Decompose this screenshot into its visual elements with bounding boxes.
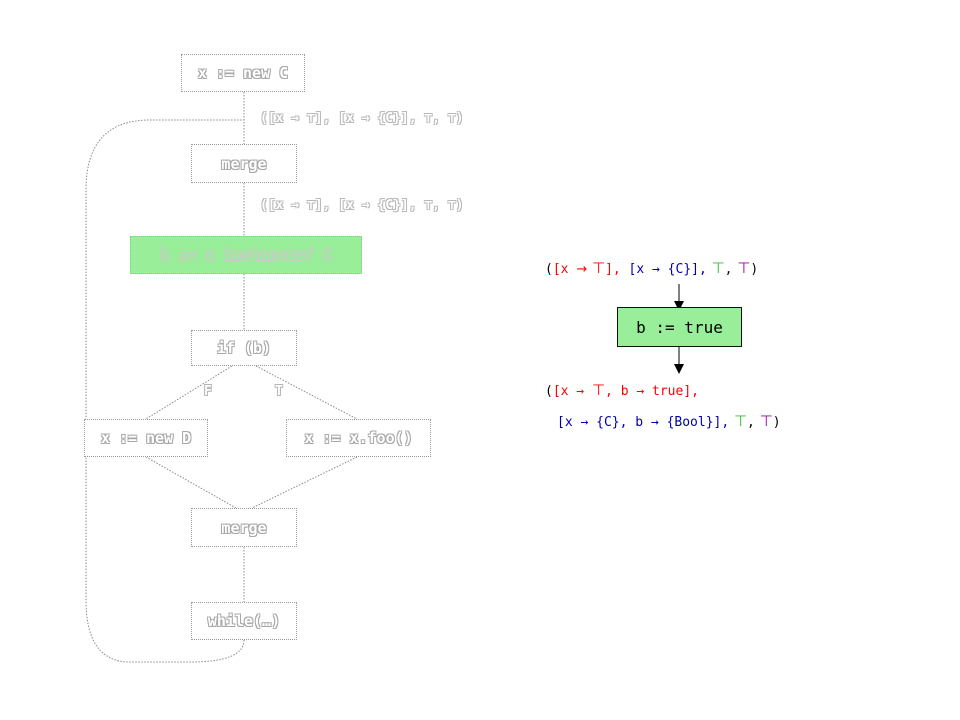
node-merge-bottom: merge xyxy=(191,508,297,547)
input-open-paren: ( xyxy=(545,262,553,277)
output-top-2: ⊤ xyxy=(729,412,748,430)
node-b-true: b := true xyxy=(617,307,742,347)
output-env-x: [x → xyxy=(552,384,592,399)
node-foo: x := x.foo() xyxy=(286,419,431,457)
node-merge-top: merge xyxy=(191,144,297,183)
output-open-paren: ( xyxy=(545,384,553,399)
node-if-b: if (b) xyxy=(191,330,297,366)
edge-while-loopback xyxy=(85,119,245,663)
input-top-2: ⊤ xyxy=(706,259,725,277)
state-after-merge: ([x → ⊤], [x → {C}], ⊤, ⊤) xyxy=(260,198,464,213)
node-new-d: x := new D xyxy=(84,419,208,457)
output-env-rest: , b → true], xyxy=(605,384,699,399)
input-close-paren: ) xyxy=(750,262,759,277)
output-set-part: [x → {C}, b → {Bool}], xyxy=(557,415,730,430)
state-after-new-c: ([x → ⊤], [x → {C}], ⊤, ⊤) xyxy=(260,111,464,126)
input-comma: , xyxy=(724,262,733,277)
transfer-output-line2: [x → {C}, b → {Bool}], ⊤, ⊤) xyxy=(557,412,781,430)
branch-label-false: F xyxy=(204,384,212,399)
input-env-close: ], xyxy=(605,262,621,277)
transfer-input-state: ([x → ⊤], [x → {C}], ⊤, ⊤) xyxy=(545,259,758,277)
output-close-paren: ) xyxy=(772,415,781,430)
node-while: while(…) xyxy=(191,602,297,640)
output-top-3: ⊤ xyxy=(754,412,773,430)
edge-if-foo xyxy=(255,365,358,420)
node-new-c: x := new C xyxy=(181,54,305,92)
edge-if-newd xyxy=(145,365,233,420)
input-env-top: ⊤ xyxy=(587,259,606,277)
input-set-part: [x → {C}], xyxy=(620,262,707,277)
transfer-output-line1: ([x → ⊤, b → true], xyxy=(545,381,699,399)
branch-label-true: T xyxy=(275,384,283,399)
edge-newd-merge xyxy=(145,456,237,509)
input-env-open: [x xyxy=(552,262,577,277)
node-instanceof: b := x instanceof C xyxy=(130,236,362,274)
input-arrow: → xyxy=(576,262,588,277)
edge-foo-merge xyxy=(251,456,358,509)
input-top-3: ⊤ xyxy=(732,259,751,277)
output-env-top: ⊤ xyxy=(591,381,606,399)
output-comma: , xyxy=(747,415,755,430)
